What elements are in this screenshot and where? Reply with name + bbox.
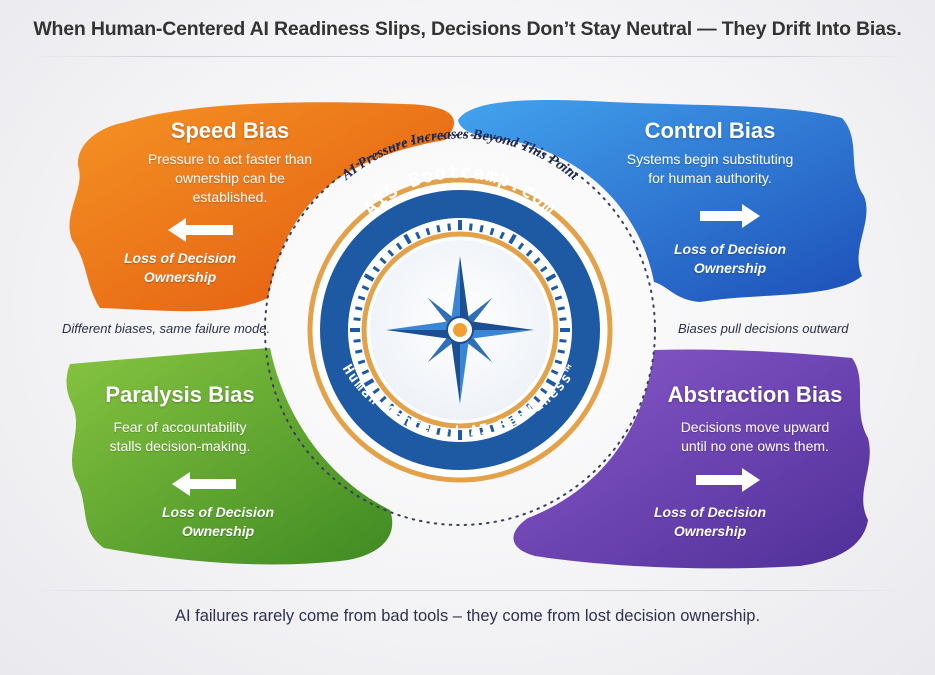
compass-tick — [533, 257, 541, 265]
compass-star-icon — [386, 256, 534, 404]
compass-tick — [403, 233, 412, 245]
compass-tick — [554, 359, 563, 365]
pressure-boundary-ring — [264, 134, 656, 526]
compass-tick — [415, 231, 421, 240]
compass-tick — [403, 415, 412, 427]
compass-tick — [379, 257, 387, 265]
compass-tick — [395, 242, 403, 250]
title-divider — [30, 56, 905, 57]
compass-tick — [363, 378, 375, 387]
left-side-note: Different biases, same failure mode. — [62, 321, 271, 336]
abstraction-bias-title: Abstraction Bias — [667, 382, 843, 407]
compass-tick — [525, 403, 533, 411]
compass-tick — [557, 306, 565, 311]
compass-tick — [479, 427, 484, 435]
compass-tick — [545, 273, 557, 282]
compass-tick — [550, 369, 559, 375]
compass-tick — [387, 403, 395, 411]
page-title: When Human-Centered AI Readiness Slips, … — [33, 18, 902, 40]
compass-tick — [540, 265, 548, 273]
compass-tick — [353, 317, 361, 322]
compass-tick — [489, 424, 495, 433]
compass-tick — [499, 420, 505, 429]
compass-tick — [387, 249, 395, 257]
control-bias-panel — [458, 100, 867, 302]
control-bias-title: Control Bias — [644, 118, 776, 143]
compass-tick — [479, 225, 484, 233]
compass-tick — [559, 317, 567, 322]
speed-arrow-icon — [168, 218, 233, 242]
abstraction-arrow-icon — [696, 468, 760, 492]
abstraction-bias-panel — [513, 349, 870, 569]
compass-tick — [425, 424, 431, 433]
compass-tick — [508, 415, 517, 427]
compass-tick — [557, 349, 565, 354]
compass-tick — [550, 285, 559, 291]
compass-tick — [447, 429, 452, 437]
compass-tick — [517, 410, 525, 418]
footer-text: AI failures rarely come from bad tools –… — [174, 607, 761, 625]
compass-tick — [517, 242, 525, 250]
compass-tick — [379, 395, 387, 403]
compass-tick — [436, 427, 441, 435]
compass-tick — [525, 249, 533, 257]
compass-tick — [355, 349, 363, 354]
compass-tick — [355, 306, 363, 311]
compass-tick — [468, 429, 473, 437]
compass-ticks — [350, 220, 570, 440]
compass-tick — [372, 387, 380, 395]
right-side-note: Biases pull decisions outward — [678, 321, 849, 336]
compass-tick — [499, 231, 505, 240]
speed-bias-panel — [69, 102, 455, 312]
compass-tick — [489, 227, 495, 236]
compass-tick — [361, 285, 370, 291]
speed-bias-title: Speed Bias — [170, 118, 290, 143]
compass-tick — [545, 378, 557, 387]
compass-tick — [361, 369, 370, 375]
compass-tick — [447, 223, 452, 231]
compass-tick — [508, 233, 517, 245]
control-arrow-icon — [700, 204, 760, 228]
compass-tick — [372, 265, 380, 273]
compass-inner-gold-ring — [361, 231, 559, 429]
compass-tick — [357, 295, 366, 301]
compass-tick — [559, 338, 567, 343]
compass-tick — [436, 225, 441, 233]
footer-divider — [30, 590, 905, 591]
paralysis-bias-title: Paralysis Bias — [105, 382, 255, 407]
compass-tick — [357, 359, 366, 365]
compass-tick — [468, 223, 473, 231]
compass-tick — [363, 273, 375, 282]
paralysis-bias-panel — [66, 348, 393, 565]
compass-tick — [554, 295, 563, 301]
compass-tick — [425, 227, 431, 236]
compass-tick — [353, 338, 361, 343]
compass-tick — [540, 387, 548, 395]
compass-tick — [395, 410, 403, 418]
compass-tick — [415, 420, 421, 429]
compass-tick — [533, 395, 541, 403]
paralysis-arrow-icon — [172, 472, 236, 496]
